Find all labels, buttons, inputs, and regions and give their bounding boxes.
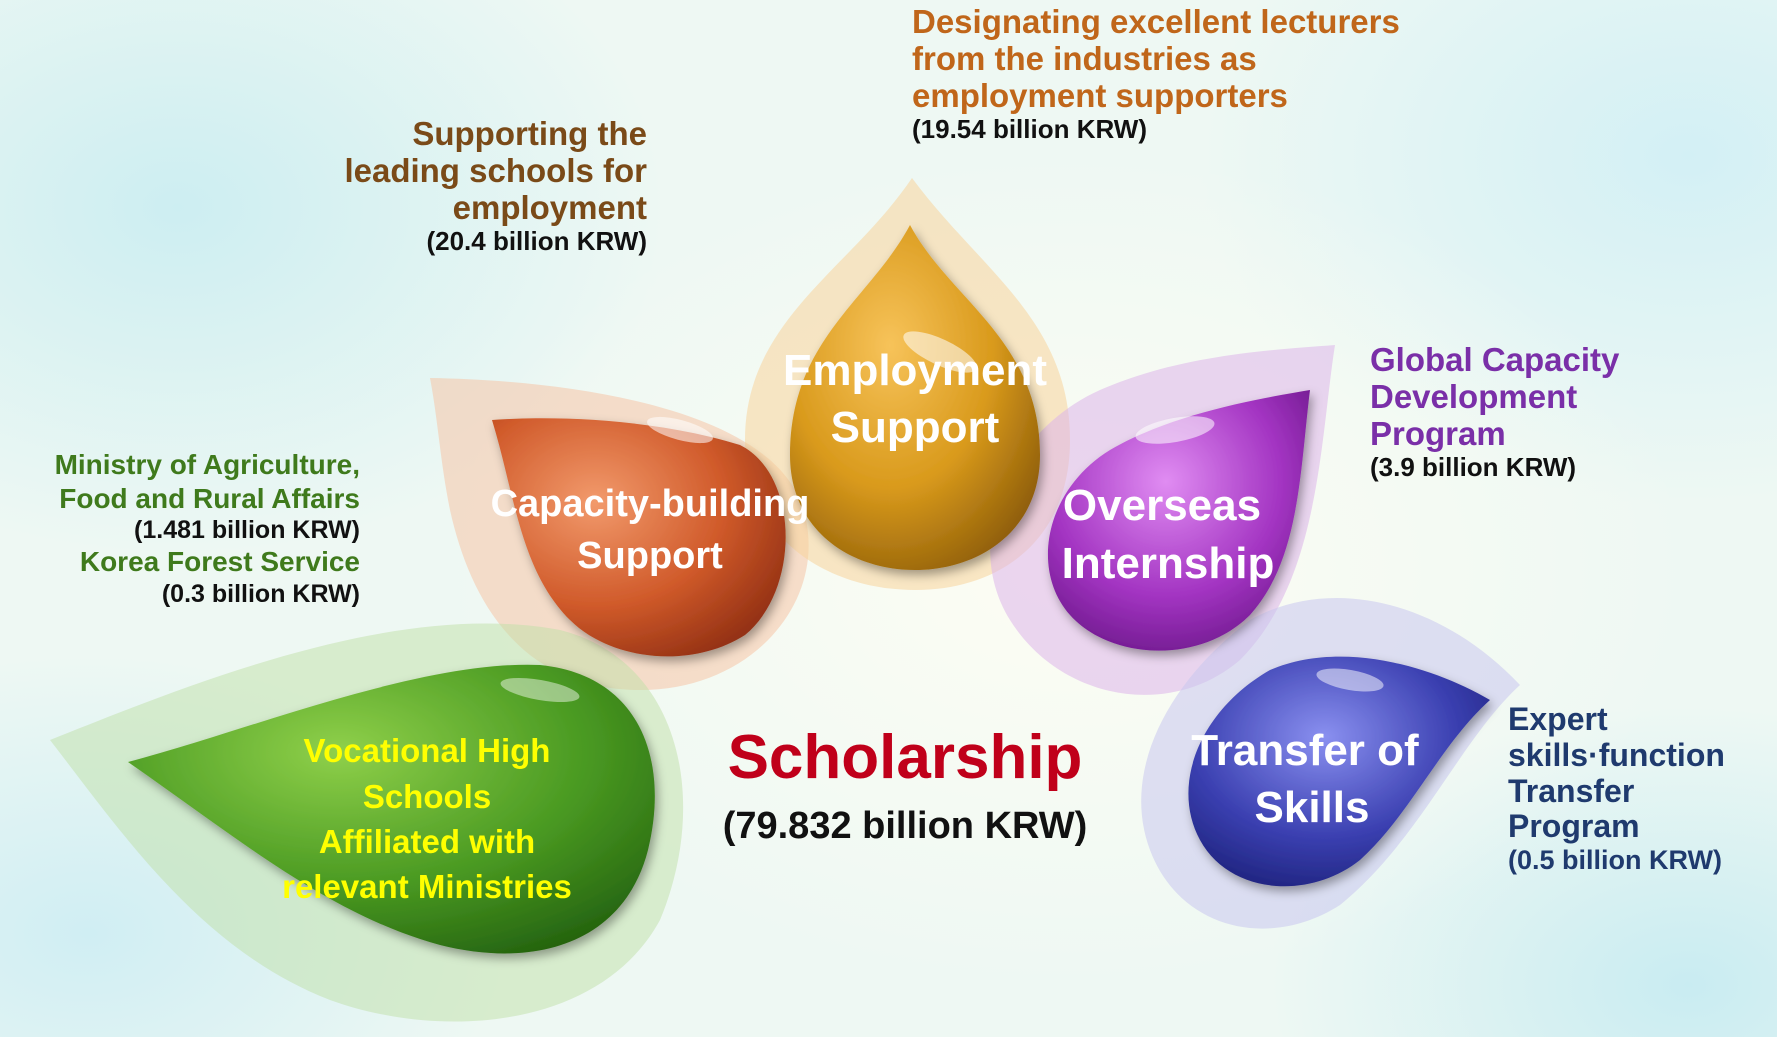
- overseas-note-line2: Development: [1370, 377, 1578, 415]
- capacity-label-line1: Capacity-building: [491, 483, 810, 525]
- transfer-note-amount: (0.5 billion KRW): [1508, 845, 1722, 876]
- ministry-note-amount2: (0.3 billion KRW): [161, 579, 360, 608]
- capacity-note-line2: leading schools for: [344, 151, 647, 189]
- capacity-highlight: [647, 416, 713, 444]
- transfer-label-line1: Transfer of: [1191, 726, 1419, 775]
- transfer-highlight: [1316, 668, 1384, 692]
- employment-petal: [790, 225, 1040, 570]
- capacity-note-line3: employment: [452, 188, 647, 226]
- overseas-note: Global Capacity Development Program (3.9…: [1370, 341, 1620, 482]
- ministry-note-line2: Food and Rural Affairs: [59, 482, 360, 514]
- transfer-note-line3: Transfer: [1508, 772, 1635, 809]
- capacity-petal: [492, 418, 786, 657]
- overseas-petal: [1047, 390, 1310, 651]
- capacity-label-line2: Support: [577, 535, 723, 577]
- employment-note-line2: from the industries as: [912, 39, 1257, 77]
- employment-note: Designating excellent lecturers from the…: [912, 3, 1400, 144]
- scholarship-amount: (79.832 billion KRW): [723, 805, 1088, 847]
- employment-note-line1: Designating excellent lecturers: [912, 3, 1400, 40]
- overseas-note-amount: (3.9 billion KRW): [1370, 451, 1577, 482]
- ministry-note-amount1: (1.481 billion KRW): [134, 516, 360, 545]
- transfer-note: Expert skills·function Transfer Program …: [1508, 701, 1725, 876]
- vocational-petal: [128, 664, 655, 954]
- employment-label-line2: Support: [831, 403, 1000, 452]
- ministry-note-line3: Korea Forest Service: [79, 546, 360, 578]
- overseas-highlight: [1135, 416, 1215, 444]
- vocational-label-line1: Vocational High: [304, 732, 551, 769]
- transfer-note-line1: Expert: [1508, 701, 1608, 737]
- transfer-petal: [1188, 656, 1490, 887]
- ministry-note-line1: Ministry of Agriculture,: [54, 449, 360, 480]
- employment-note-line3: employment supporters: [912, 76, 1288, 114]
- capacity-note-line1: Supporting the: [412, 115, 647, 152]
- scholarship-title: Scholarship: [728, 723, 1083, 792]
- transfer-label-line2: Skills: [1255, 783, 1370, 832]
- transfer-note-line2: skills·function: [1508, 736, 1725, 773]
- transfer-note-line4: Program: [1508, 808, 1640, 845]
- vocational-label-line2: Schools: [363, 778, 491, 815]
- employment-note-amount: (19.54 billion KRW): [912, 113, 1147, 144]
- overseas-note-line3: Program: [1370, 414, 1506, 452]
- capacity-note: Supporting the leading schools for emplo…: [344, 115, 647, 256]
- vocational-label-line4: relevant Ministries: [282, 868, 572, 905]
- overseas-note-line1: Global Capacity: [1370, 341, 1620, 378]
- overseas-label-line1: Overseas: [1063, 481, 1261, 530]
- employment-highlight: [903, 331, 977, 373]
- ministry-note: Ministry of Agriculture, Food and Rural …: [55, 448, 360, 609]
- employment-label-line1: Employment: [783, 346, 1047, 395]
- vocational-highlight: [500, 677, 580, 703]
- capacity-note-amount: (20.4 billion KRW): [426, 225, 647, 256]
- vocational-label-line3: Affiliated with: [319, 823, 535, 860]
- overseas-label-line2: Internship: [1062, 539, 1275, 588]
